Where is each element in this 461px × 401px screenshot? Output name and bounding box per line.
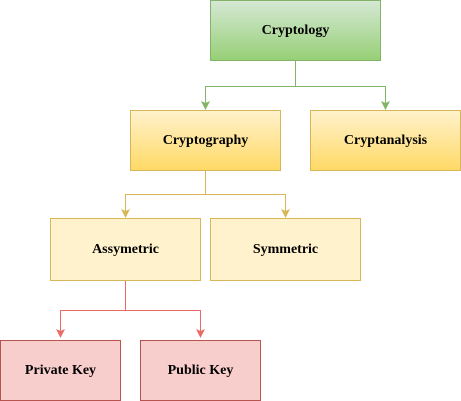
node-cryptology[interactable]: Cryptology	[210, 0, 381, 61]
node-public-key[interactable]: Public Key	[140, 340, 261, 401]
arrowhead-public-key	[196, 329, 205, 338]
node-private-key-label: Private Key	[24, 362, 97, 378]
node-private-key[interactable]: Private Key	[0, 340, 121, 401]
arrowhead-private-key	[56, 329, 65, 338]
arrowhead-symmetric	[281, 209, 290, 218]
arrowhead-assymetric	[121, 209, 130, 218]
node-symmetric[interactable]: Symmetric	[210, 218, 361, 281]
arrowhead-cryptography	[201, 101, 210, 110]
node-cryptanalysis-label: Cryptanalysis	[343, 132, 428, 148]
connector-assymetric	[60, 281, 201, 331]
node-cryptanalysis[interactable]: Cryptanalysis	[310, 110, 461, 171]
connector-cryptology	[205, 60, 386, 103]
connector-cryptography	[125, 170, 286, 211]
node-cryptology-label: Cryptology	[261, 22, 330, 38]
node-symmetric-label: Symmetric	[252, 241, 319, 257]
node-assymetric-label: Assymetric	[92, 241, 159, 257]
node-public-key-label: Public Key	[167, 362, 234, 378]
node-assymetric[interactable]: Assymetric	[50, 218, 201, 281]
arrowhead-cryptanalysis	[381, 101, 390, 110]
node-cryptography[interactable]: Cryptography	[130, 110, 281, 171]
node-cryptography-label: Cryptography	[162, 132, 249, 148]
